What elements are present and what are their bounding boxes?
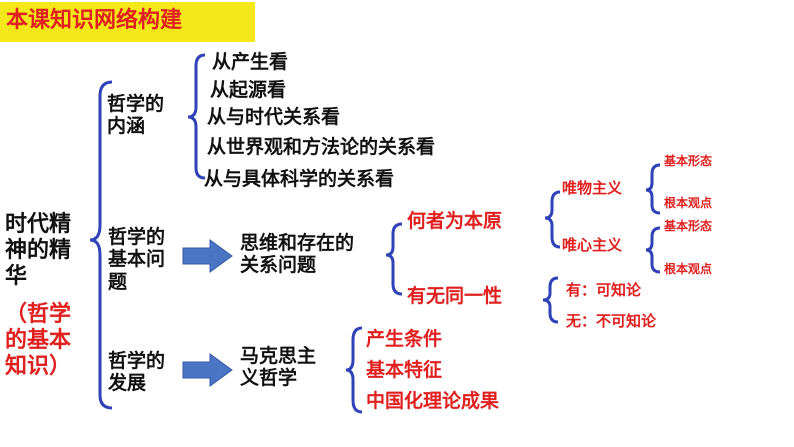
section-1-item: 从与时代关系看 — [207, 106, 341, 128]
section-3-item: 基本特征 — [366, 359, 443, 381]
materialism-label: 唯物主义 — [562, 179, 623, 197]
root-label: 时代精 神的精 华 — [5, 212, 72, 289]
section-2-brace — [385, 222, 403, 296]
materialism-leaf: 基本形态 — [664, 154, 713, 168]
branch-origin: 何者为本原 — [407, 210, 503, 232]
title-banner — [0, 2, 255, 42]
idealism-label: 唯心主义 — [562, 236, 623, 254]
identity-leaf: 无：不可知论 — [566, 312, 657, 330]
section-3-target: 马克思主 义哲学 — [240, 345, 317, 390]
section-1-item: 从起源看 — [210, 79, 287, 101]
origin-brace — [544, 190, 561, 249]
arrow-basic-question — [182, 239, 233, 273]
section-1-item: 从世界观和方法论的关系看 — [207, 136, 436, 158]
arrow-development — [182, 353, 233, 387]
section-2-label: 哲学的 基本问 题 — [108, 226, 166, 293]
root-brace — [89, 80, 113, 410]
idealism-leaf: 根本观点 — [664, 262, 713, 276]
idealism-brace — [645, 226, 661, 274]
section-1-item: 从产生看 — [212, 51, 289, 73]
page-title: 本课知识网络构建 — [6, 8, 183, 33]
section-3-item: 产生条件 — [366, 328, 443, 350]
materialism-leaf: 根本观点 — [664, 196, 713, 210]
section-3-label: 哲学的 发展 — [108, 350, 166, 395]
identity-leaf: 有：可知论 — [566, 281, 642, 299]
materialism-brace — [645, 163, 661, 215]
section-3-brace — [345, 326, 363, 414]
section-3-item: 中国化理论成果 — [366, 390, 500, 412]
branch-identity: 有无同一性 — [407, 285, 503, 307]
section-1-label: 哲学的 内涵 — [107, 93, 165, 138]
identity-brace — [542, 276, 559, 324]
section-2-target: 思维和存在的 关系问题 — [240, 232, 355, 277]
section-1-item: 从与具体科学的关系看 — [204, 168, 395, 190]
root-sub-label: （哲学 的基本 知识） — [5, 302, 72, 379]
idealism-leaf: 基本形态 — [664, 219, 713, 233]
section-1-brace — [187, 53, 206, 180]
